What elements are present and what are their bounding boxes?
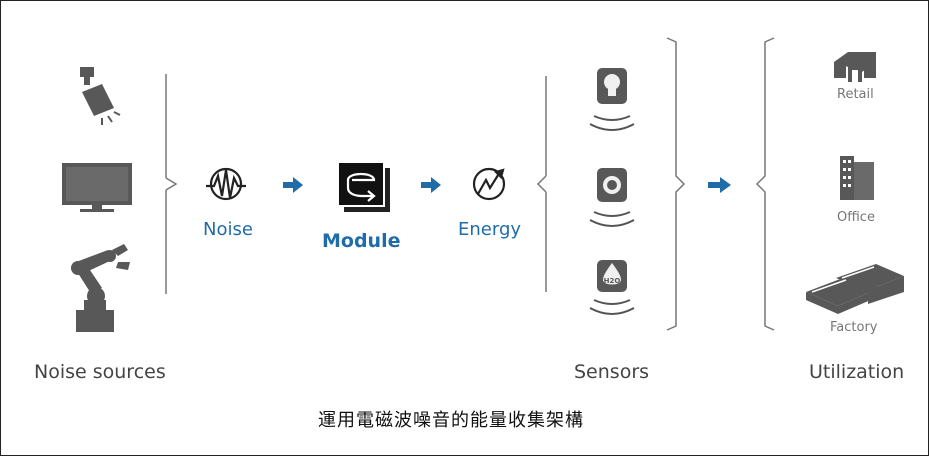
module-icon <box>337 161 390 212</box>
sources-bracket <box>165 74 178 294</box>
noise-wave-icon <box>206 167 246 201</box>
office-label: Office <box>837 210 875 225</box>
spotlight-icon <box>80 67 121 125</box>
bulb-sensor-icon <box>589 68 635 131</box>
diagram-caption: 運用電磁波噪音的能量收集架構 <box>318 410 584 431</box>
module-label: Module <box>322 230 401 252</box>
arrow-2 <box>421 177 441 193</box>
svg-text:H2O: H2O <box>604 277 621 285</box>
camera-sensor-icon <box>589 168 635 227</box>
tv-icon <box>62 163 132 212</box>
energy-icon <box>472 167 506 201</box>
factory-icon <box>806 264 904 314</box>
robot-arm-icon <box>71 244 130 332</box>
retail-icon <box>834 52 876 82</box>
utilization-bracket <box>755 37 775 331</box>
noise-sources-label: Noise sources <box>34 361 166 383</box>
utilization-label: Utilization <box>809 361 905 383</box>
sensors-bracket-right <box>666 37 686 331</box>
sensors-bracket-left <box>536 76 547 292</box>
sensors-label: Sensors <box>574 361 650 383</box>
arrow-3 <box>708 177 731 193</box>
office-icon <box>840 156 874 200</box>
arrow-1 <box>283 177 303 193</box>
noise-label: Noise <box>203 219 253 240</box>
energy-label: Energy <box>458 219 522 240</box>
factory-label: Factory <box>830 320 878 335</box>
h2o-sensor-icon: H2O <box>589 260 635 315</box>
retail-label: Retail <box>837 87 874 102</box>
